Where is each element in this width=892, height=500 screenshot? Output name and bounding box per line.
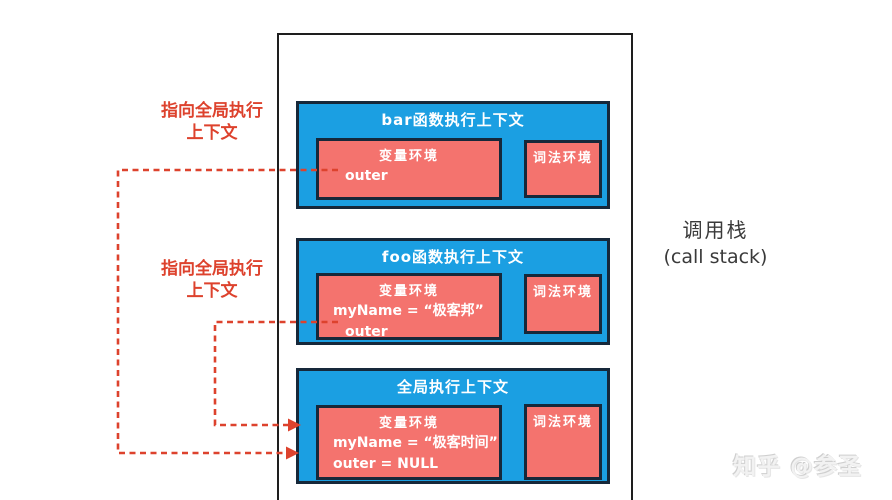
frame-bar-execution-context: bar函数执行上下文 变量环境 outer 词法环境 (296, 101, 610, 209)
variable-entry: myName = “极客时间” (333, 435, 498, 451)
pointer-annotation-bottom: 指向全局执行 上下文 (132, 258, 292, 302)
frame-title: foo函数执行上下文 (381, 248, 525, 266)
call-stack-caption-en: (call stack) (663, 246, 768, 268)
pointer-annotation-top: 指向全局执行 上下文 (132, 100, 292, 144)
variable-environment-entries: myName = “极客邦” outer (319, 299, 499, 343)
variable-entry: outer (345, 168, 388, 184)
variable-entry: outer = NULL (333, 456, 439, 472)
call-stack-caption: 调用栈 (call stack) (648, 214, 783, 268)
variable-entry: myName = “极客邦” (333, 303, 484, 319)
frame-global-execution-context: 全局执行上下文 变量环境 myName = “极客时间” outer = NUL… (296, 368, 610, 484)
lexical-environment-title: 词法环境 (532, 151, 593, 166)
pointer-annotation-line: 上下文 (186, 123, 238, 143)
frame-foo-execution-context: foo函数执行上下文 变量环境 myName = “极客邦” outer 词法环… (296, 238, 610, 345)
variable-environment-title: 变量环境 (378, 416, 439, 431)
pointer-annotation-line: 上下文 (186, 281, 238, 301)
variable-environment-entries: myName = “极客时间” outer = NULL (319, 431, 499, 475)
lexical-environment-box: 词法环境 (524, 140, 602, 198)
call-stack-caption-cn: 调用栈 (682, 218, 749, 242)
lexical-environment-box: 词法环境 (524, 274, 602, 334)
lexical-environment-title: 词法环境 (532, 415, 593, 430)
watermark: 知乎 @参圣 (733, 454, 863, 480)
pointer-annotation-line: 指向全局执行 (161, 259, 263, 279)
pointer-annotation-line: 指向全局执行 (161, 101, 263, 121)
variable-environment-title: 变量环境 (378, 284, 439, 299)
variable-environment-box: 变量环境 myName = “极客邦” outer (316, 273, 502, 340)
variable-environment-box: 变量环境 outer (316, 138, 502, 200)
lexical-environment-box: 词法环境 (524, 404, 602, 480)
variable-environment-entries: outer (319, 164, 499, 187)
variable-environment-title: 变量环境 (378, 149, 439, 164)
lexical-environment-title: 词法环境 (532, 285, 593, 300)
variable-environment-box: 变量环境 myName = “极客时间” outer = NULL (316, 405, 502, 480)
frame-title: 全局执行上下文 (396, 378, 509, 396)
variable-entry: outer (345, 324, 388, 340)
frame-title: bar函数执行上下文 (381, 111, 525, 129)
